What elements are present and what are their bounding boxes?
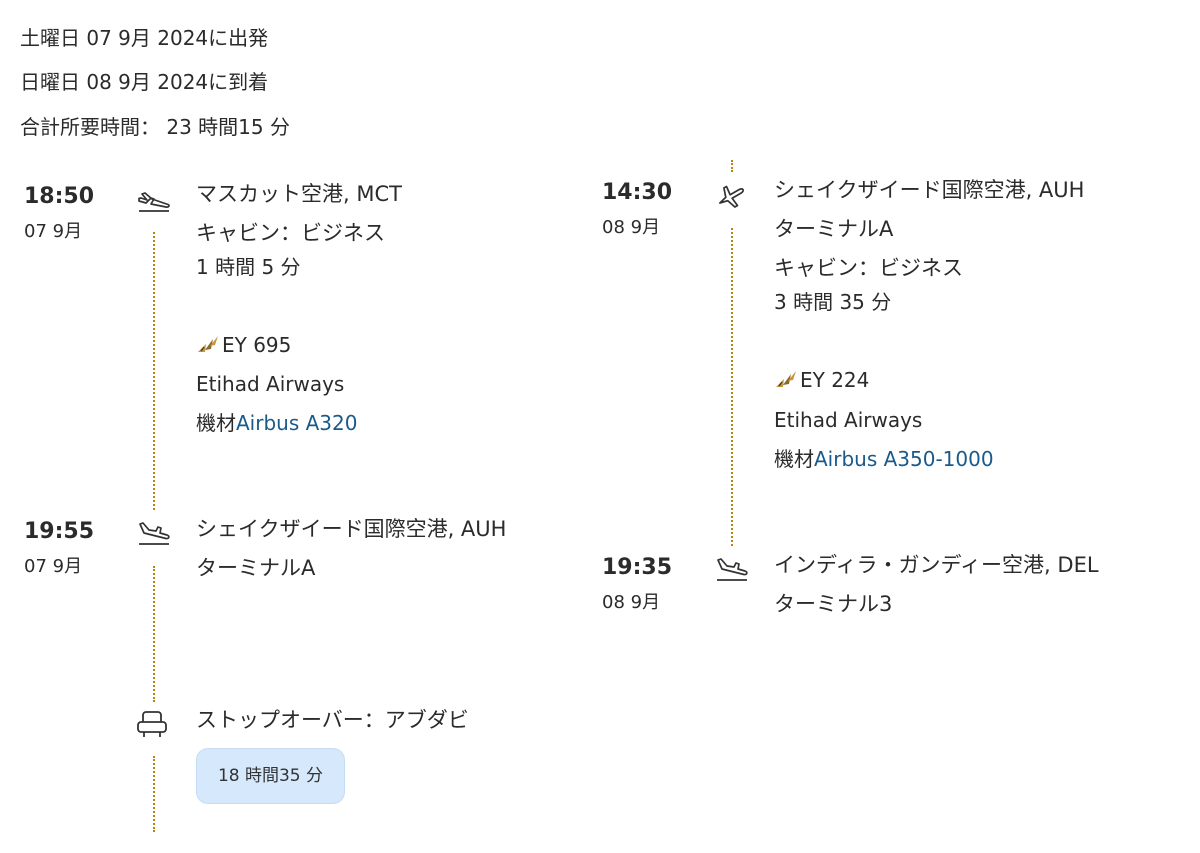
- leg1-aircraft-prefix: 機材: [196, 411, 236, 435]
- leg1-departure-date: 07 9月: [24, 221, 83, 242]
- leg2-duration: 3 時間 35 分: [774, 290, 892, 314]
- leg2-timeline-top: [731, 160, 733, 172]
- leg1-airline: Etihad Airways: [196, 372, 345, 396]
- stopover-timeline-bottom: [153, 756, 155, 832]
- stopover-duration-badge: 18 時間35 分: [196, 748, 345, 804]
- leg2-arrival-date: 08 9月: [602, 592, 661, 613]
- stopover-timeline-top: [153, 566, 155, 702]
- leg1-departure-airport: マスカット空港, MCT: [196, 182, 402, 206]
- leg2-aircraft-prefix: 機材: [774, 447, 814, 471]
- leg1-arrival-time: 19:55: [24, 519, 95, 544]
- leg1-timeline: [153, 232, 155, 510]
- leg2-arrival-terminal: ターミナル3: [774, 592, 893, 616]
- leg2-departure-terminal: ターミナルA: [774, 217, 894, 241]
- leg2-departure-date: 08 9月: [602, 217, 661, 238]
- etihad-logo-icon: [774, 368, 798, 396]
- leg1-duration: 1 時間 5 分: [196, 255, 301, 279]
- leg2-departure-airport: シェイクザイード国際空港, AUH: [774, 178, 1085, 202]
- takeoff-icon: [136, 184, 172, 220]
- stopover-label: ストップオーバー：アブダビ: [196, 708, 469, 732]
- leg2-airline: Etihad Airways: [774, 408, 923, 432]
- leg1-arrival-terminal: ターミナルA: [196, 556, 316, 580]
- plane-icon: [714, 178, 750, 214]
- landing-icon: [136, 518, 172, 554]
- seat-icon: [135, 708, 171, 744]
- leg1-arrival-airport: シェイクザイード国際空港, AUH: [196, 517, 507, 541]
- leg1-aircraft-row: 機材Airbus A320: [196, 409, 357, 437]
- leg2-timeline: [731, 228, 733, 546]
- leg1-flight: EY 695: [196, 331, 291, 361]
- leg2-flight: EY 224: [774, 366, 869, 396]
- leg2-cabin: キャビン：ビジネス: [774, 256, 963, 280]
- total-duration: 合計所要時間： 23 時間15 分: [20, 115, 290, 139]
- leg1-aircraft-link[interactable]: Airbus A320: [236, 411, 358, 435]
- leg2-arrival-time: 19:35: [602, 555, 673, 580]
- landing-icon: [714, 554, 750, 590]
- leg1-arrival-date: 07 9月: [24, 556, 83, 577]
- leg2-arrival-airport: インディラ・ガンディー空港, DEL: [774, 553, 1099, 577]
- leg1-cabin: キャビン：ビジネス: [196, 221, 385, 245]
- leg2-aircraft-link[interactable]: Airbus A350-1000: [814, 447, 994, 471]
- etihad-logo-icon: [196, 333, 220, 361]
- leg2-flight-number: EY 224: [800, 368, 870, 392]
- leg2-departure-time: 14:30: [602, 180, 673, 205]
- departure-summary: 土曜日 07 9月 2024に出発: [20, 26, 269, 50]
- leg1-flight-number: EY 695: [222, 333, 292, 357]
- leg1-departure-time: 18:50: [24, 184, 95, 209]
- arrival-summary: 日曜日 08 9月 2024に到着: [20, 70, 269, 94]
- leg2-aircraft-row: 機材Airbus A350-1000: [774, 445, 994, 473]
